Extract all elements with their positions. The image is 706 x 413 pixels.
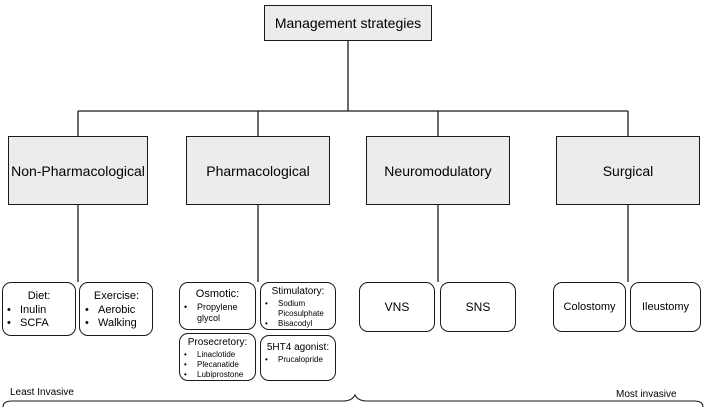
leaf-5ht4-agonist: 5HT4 agonist: Prucalopride xyxy=(260,335,336,381)
root-node: Management strategies xyxy=(264,5,432,41)
list-item: Propylene glycol xyxy=(183,302,252,324)
list-item: Bisacodyl xyxy=(264,319,332,329)
leaf-diet: Diet: Inulin SCFA xyxy=(2,282,76,336)
category-label: Surgical xyxy=(602,162,654,179)
list-item: Lubiprostone xyxy=(183,370,252,380)
leaf-label: Colostomy xyxy=(563,301,616,313)
category-label: Non-Pharmacological xyxy=(11,162,145,179)
category-pharmacological: Pharmacological xyxy=(186,136,330,205)
leaf-ileustomy: Ileustomy xyxy=(630,282,701,332)
category-surgical: Surgical xyxy=(556,136,700,205)
list-item: Aerobic xyxy=(84,304,149,317)
leaf-title: Diet: xyxy=(27,290,51,302)
leaf-label: SNS xyxy=(465,300,491,314)
leaf-title: Osmotic: xyxy=(195,288,240,300)
leaf-title: Exercise: xyxy=(93,290,140,302)
least-invasive-label: Least Invasive xyxy=(10,387,74,398)
invasiveness-brace xyxy=(2,393,704,408)
list-item: Inulin xyxy=(6,304,72,317)
list-item: Sodium Picosulphate xyxy=(264,299,332,319)
category-neuromodulatory: Neuromodulatory xyxy=(366,136,510,205)
list-item: Linaclotide xyxy=(183,350,252,360)
list-item: Plecanatide xyxy=(183,360,252,370)
leaf-osmotic: Osmotic: Propylene glycol xyxy=(179,282,256,330)
leaf-sns: SNS xyxy=(440,282,516,332)
most-invasive-label: Most invasive xyxy=(616,389,677,400)
leaf-title: Stimulatory: xyxy=(271,286,325,297)
leaf-colostomy: Colostomy xyxy=(553,282,626,332)
list-item: Prucalopride xyxy=(264,355,332,365)
leaf-title: 5HT4 agonist: xyxy=(266,342,330,353)
category-non-pharmacological: Non-Pharmacological xyxy=(8,136,148,205)
leaf-label: VNS xyxy=(384,300,410,314)
list-item: Walking xyxy=(84,317,149,330)
leaf-exercise: Exercise: Aerobic Walking xyxy=(79,282,153,336)
leaf-title: Prosecretory: xyxy=(187,337,248,348)
category-label: Pharmacological xyxy=(206,162,310,179)
category-label: Neuromodulatory xyxy=(384,162,492,179)
root-label: Management strategies xyxy=(274,15,422,31)
leaf-stimulatory: Stimulatory: Sodium Picosulphate Bisacod… xyxy=(260,282,336,330)
list-item: SCFA xyxy=(6,317,72,330)
leaf-label: Ileustomy xyxy=(641,301,690,313)
leaf-prosecretory: Prosecretory: Linaclotide Plecanatide Lu… xyxy=(179,333,256,381)
leaf-vns: VNS xyxy=(359,282,435,332)
